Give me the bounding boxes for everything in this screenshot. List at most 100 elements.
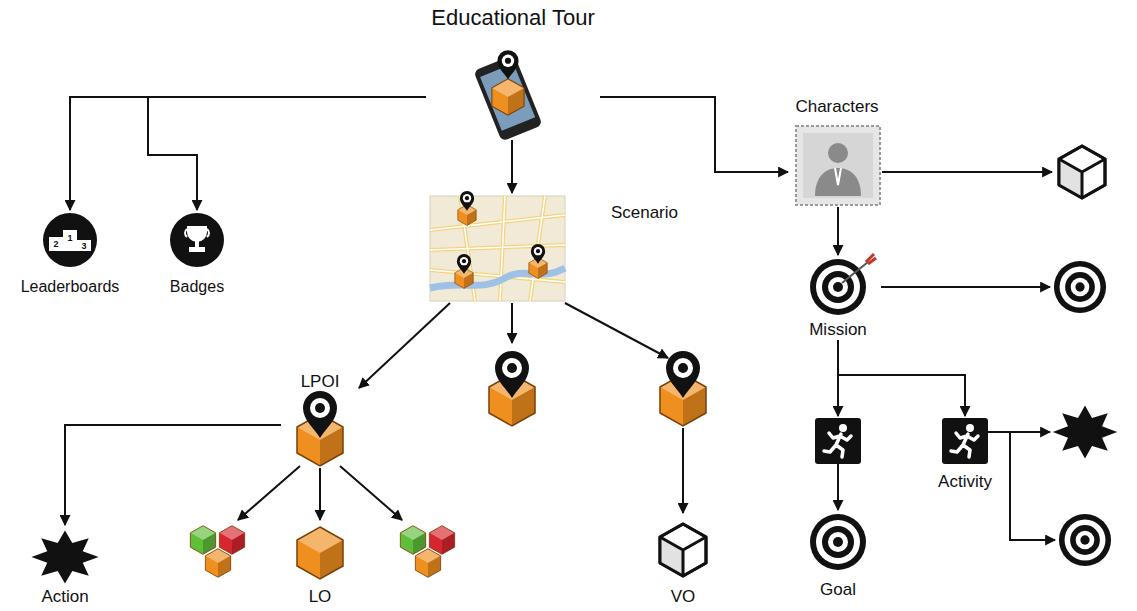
node-label: Goal xyxy=(794,580,882,600)
icon-node: Activity xyxy=(914,416,1016,492)
pin-icon xyxy=(666,351,700,398)
podium-number: 1 xyxy=(67,234,72,243)
pin-icon xyxy=(460,191,474,211)
arrow-line xyxy=(511,303,513,343)
icon-node: Educational Tour xyxy=(426,5,600,140)
arrow-line xyxy=(988,431,1050,433)
node-label: Characters xyxy=(788,97,886,117)
pin-icon xyxy=(303,391,337,438)
target-icon xyxy=(1059,514,1111,566)
node-label: Scenario xyxy=(611,203,678,223)
icon-node: Leaderboards xyxy=(1,210,139,296)
node-label: Leaderboards xyxy=(1,278,139,296)
portrait-body xyxy=(815,168,861,196)
icon-node: Badges xyxy=(143,210,251,296)
arrow-line xyxy=(238,466,300,520)
node-label: Badges xyxy=(143,278,251,296)
target-icon xyxy=(1054,261,1106,313)
arrow-line xyxy=(565,303,668,358)
portrait-head xyxy=(828,143,848,163)
portrait-frame xyxy=(796,126,880,205)
connector-arrow xyxy=(838,340,965,416)
map-roads xyxy=(430,196,565,301)
arrow-line xyxy=(882,171,1052,173)
layout-arrows xyxy=(238,172,1055,540)
pin-icon xyxy=(495,351,529,398)
node-label: LO xyxy=(281,587,359,607)
cube-icon xyxy=(429,526,454,555)
cube-icon xyxy=(219,526,244,555)
run-icon xyxy=(942,418,988,464)
pin-icon xyxy=(497,50,518,79)
connector-arrow xyxy=(837,207,839,255)
cube-icon xyxy=(205,549,230,578)
pin-icon xyxy=(531,244,545,264)
dart-shaft xyxy=(842,262,868,283)
trophy xyxy=(185,226,209,252)
arrow-line xyxy=(682,428,684,513)
node-label: LPOI xyxy=(281,372,359,392)
arrow-line xyxy=(837,464,839,510)
trophy-handles xyxy=(185,229,209,237)
podium-number: 3 xyxy=(81,242,86,251)
portrait-tie xyxy=(835,168,841,185)
map-roads xyxy=(430,196,565,301)
cube-icon xyxy=(297,527,343,579)
icon-node: Mission xyxy=(791,255,885,340)
node-label: VO xyxy=(644,587,722,607)
character-portrait xyxy=(796,126,880,205)
wire-cube-icon xyxy=(1059,146,1105,198)
icon-node: VO xyxy=(644,515,722,607)
arrow-line xyxy=(1010,432,1055,540)
trophy-cup xyxy=(187,226,207,242)
node-label: Mission xyxy=(791,320,885,340)
arrow-line xyxy=(340,466,402,520)
object-cluster xyxy=(190,526,244,578)
object-cluster xyxy=(400,526,454,578)
leaderboard-icon xyxy=(43,213,97,267)
icon-node: Action xyxy=(21,525,109,607)
target-icon xyxy=(810,514,866,570)
connector-arrow xyxy=(70,97,426,210)
icon-node: Goal xyxy=(794,510,882,600)
connector-arrow xyxy=(65,425,281,525)
icon-node: LPOI xyxy=(281,372,359,468)
connector-arrow xyxy=(359,303,450,388)
cube-icon xyxy=(400,526,425,555)
badge-icon xyxy=(170,213,224,267)
arrow-line xyxy=(837,375,839,416)
podium xyxy=(49,230,91,251)
arrow-line xyxy=(881,286,1050,288)
connector-arrow xyxy=(600,97,788,172)
cube-icon xyxy=(492,79,524,115)
trophy-stem xyxy=(195,240,199,247)
podium-block xyxy=(49,237,63,251)
burst-icon xyxy=(31,530,98,583)
icon-node: Scenario xyxy=(428,193,678,303)
dart-fins xyxy=(866,254,876,264)
podium-number: 2 xyxy=(53,240,58,249)
portrait-inner xyxy=(803,133,873,198)
icon-node: Characters xyxy=(788,97,886,207)
node-label: Activity xyxy=(914,472,1016,492)
map-ground xyxy=(430,196,565,301)
pin-icon xyxy=(457,254,471,274)
connector-arrow xyxy=(148,97,426,210)
map-image xyxy=(430,191,565,301)
wire-cube-icon xyxy=(660,524,706,576)
target-icon xyxy=(810,259,866,315)
node-label: Action xyxy=(21,587,109,607)
cube-icon xyxy=(190,526,215,555)
icon-node: LO xyxy=(281,520,359,607)
cube-icon xyxy=(415,549,440,578)
podium-block xyxy=(63,230,77,251)
trophy-base xyxy=(189,247,205,252)
connector-arrow xyxy=(511,140,513,193)
podium-block xyxy=(77,240,91,251)
burst-icon xyxy=(1053,405,1117,458)
connector-arrow xyxy=(319,468,321,520)
node-label: Educational Tour xyxy=(426,5,600,30)
